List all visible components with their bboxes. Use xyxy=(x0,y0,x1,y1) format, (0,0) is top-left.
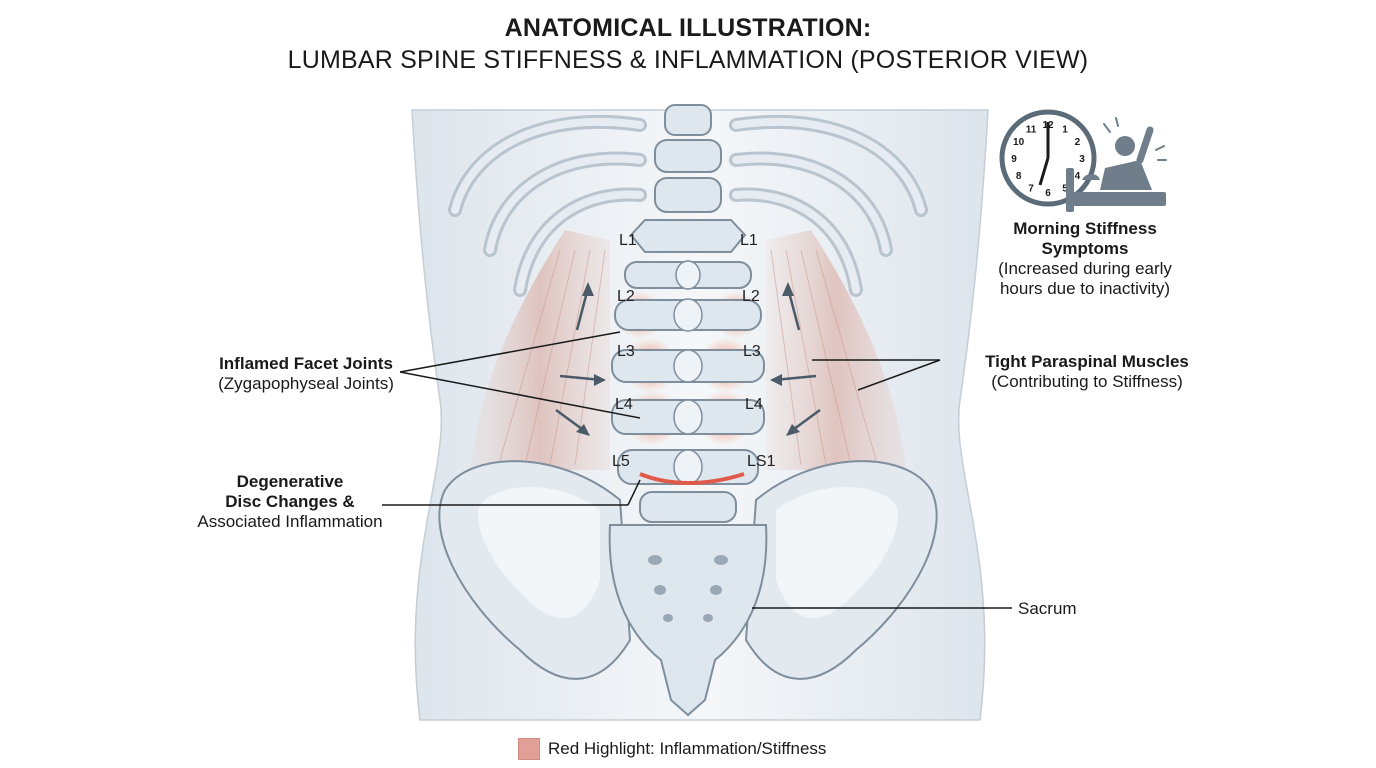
leader-lines xyxy=(382,331,1012,609)
clock-numeral: 5 xyxy=(1062,183,1068,194)
vertebra-label-left-l1: L1 xyxy=(619,232,637,249)
sacrum xyxy=(608,524,768,717)
vertebra-label-right-ls1: LS1 xyxy=(747,453,776,470)
clock-numeral: 10 xyxy=(1013,137,1025,148)
morning-title-line2: Symptoms xyxy=(1041,239,1129,258)
clock-numeral: 2 xyxy=(1075,137,1081,148)
morning-sub-line1: (Increased during early xyxy=(998,259,1172,278)
vertebra-label-right-l4: L4 xyxy=(745,396,763,413)
callout-muscles-sub: (Contributing to Stiffness) xyxy=(991,372,1183,391)
clock-numeral: 7 xyxy=(1028,183,1034,194)
clock-numeral: 9 xyxy=(1011,154,1017,165)
degenerative-disc xyxy=(639,472,745,485)
paraspinal-muscle-left xyxy=(470,230,610,470)
paraspinal-muscle-right xyxy=(766,230,906,470)
callout-disc-line3: Associated Inflammation xyxy=(197,512,383,531)
ribs-highlight xyxy=(451,117,925,294)
clock-numeral: 1 xyxy=(1062,125,1068,136)
callout-disc: Degenerative Disc Changes & Associated I… xyxy=(180,472,400,532)
clock-numeral: 6 xyxy=(1045,188,1051,199)
muscle-fibers xyxy=(499,249,877,466)
vertebra-label-left-l5: L5 xyxy=(612,453,630,470)
vertebra-label-right-l1: L1 xyxy=(740,232,758,249)
vertebra-label-right-l3: L3 xyxy=(743,343,761,360)
callout-facet-title: Inflamed Facet Joints xyxy=(219,354,393,373)
sacral-foramina xyxy=(648,555,728,622)
legend-swatch xyxy=(518,738,540,760)
clock-numeral: 12 xyxy=(1042,120,1054,131)
legend-label: Red Highlight: Inflammation/Stiffness xyxy=(548,739,827,758)
legend: Red Highlight: Inflammation/Stiffness xyxy=(518,738,826,760)
waking-person-icon xyxy=(1066,117,1167,212)
clock-numeral: 8 xyxy=(1016,171,1022,182)
callout-facet-sub: (Zygapophyseal Joints) xyxy=(218,374,394,393)
callout-facet-joints: Inflamed Facet Joints (Zygapophyseal Joi… xyxy=(196,354,416,394)
vertebra-label-left-l2: L2 xyxy=(617,288,635,305)
callout-sacrum: Sacrum xyxy=(1018,599,1077,618)
thoracic-vertebrae xyxy=(654,104,722,213)
vertebra-label-left-l3: L3 xyxy=(617,343,635,360)
diagram-title: ANATOMICAL ILLUSTRATION: xyxy=(504,14,872,42)
callout-paraspinal-muscles: Tight Paraspinal Muscles (Contributing t… xyxy=(962,352,1212,392)
diagram-subtitle: LUMBAR SPINE STIFFNESS & INFLAMMATION (P… xyxy=(287,46,1089,74)
spinous-processes xyxy=(673,260,703,485)
callout-muscles-title: Tight Paraspinal Muscles xyxy=(985,352,1189,371)
callout-disc-line2: Disc Changes & xyxy=(225,492,355,511)
arrowheads xyxy=(576,282,800,436)
vertebra-label-right-l2: L2 xyxy=(742,288,760,305)
morning-sub-line2: hours due to inactivity) xyxy=(999,279,1171,298)
callout-morning-stiffness: Morning Stiffness Symptoms (Increased du… xyxy=(975,219,1195,299)
clock-numeral: 4 xyxy=(1075,171,1081,182)
clock-numeral: 11 xyxy=(1026,125,1037,136)
callout-disc-line1: Degenerative xyxy=(236,472,344,491)
clock-numeral: 3 xyxy=(1079,154,1085,165)
vertebra-label-left-l4: L4 xyxy=(615,396,633,413)
morning-title-line1: Morning Stiffness xyxy=(1013,219,1157,238)
